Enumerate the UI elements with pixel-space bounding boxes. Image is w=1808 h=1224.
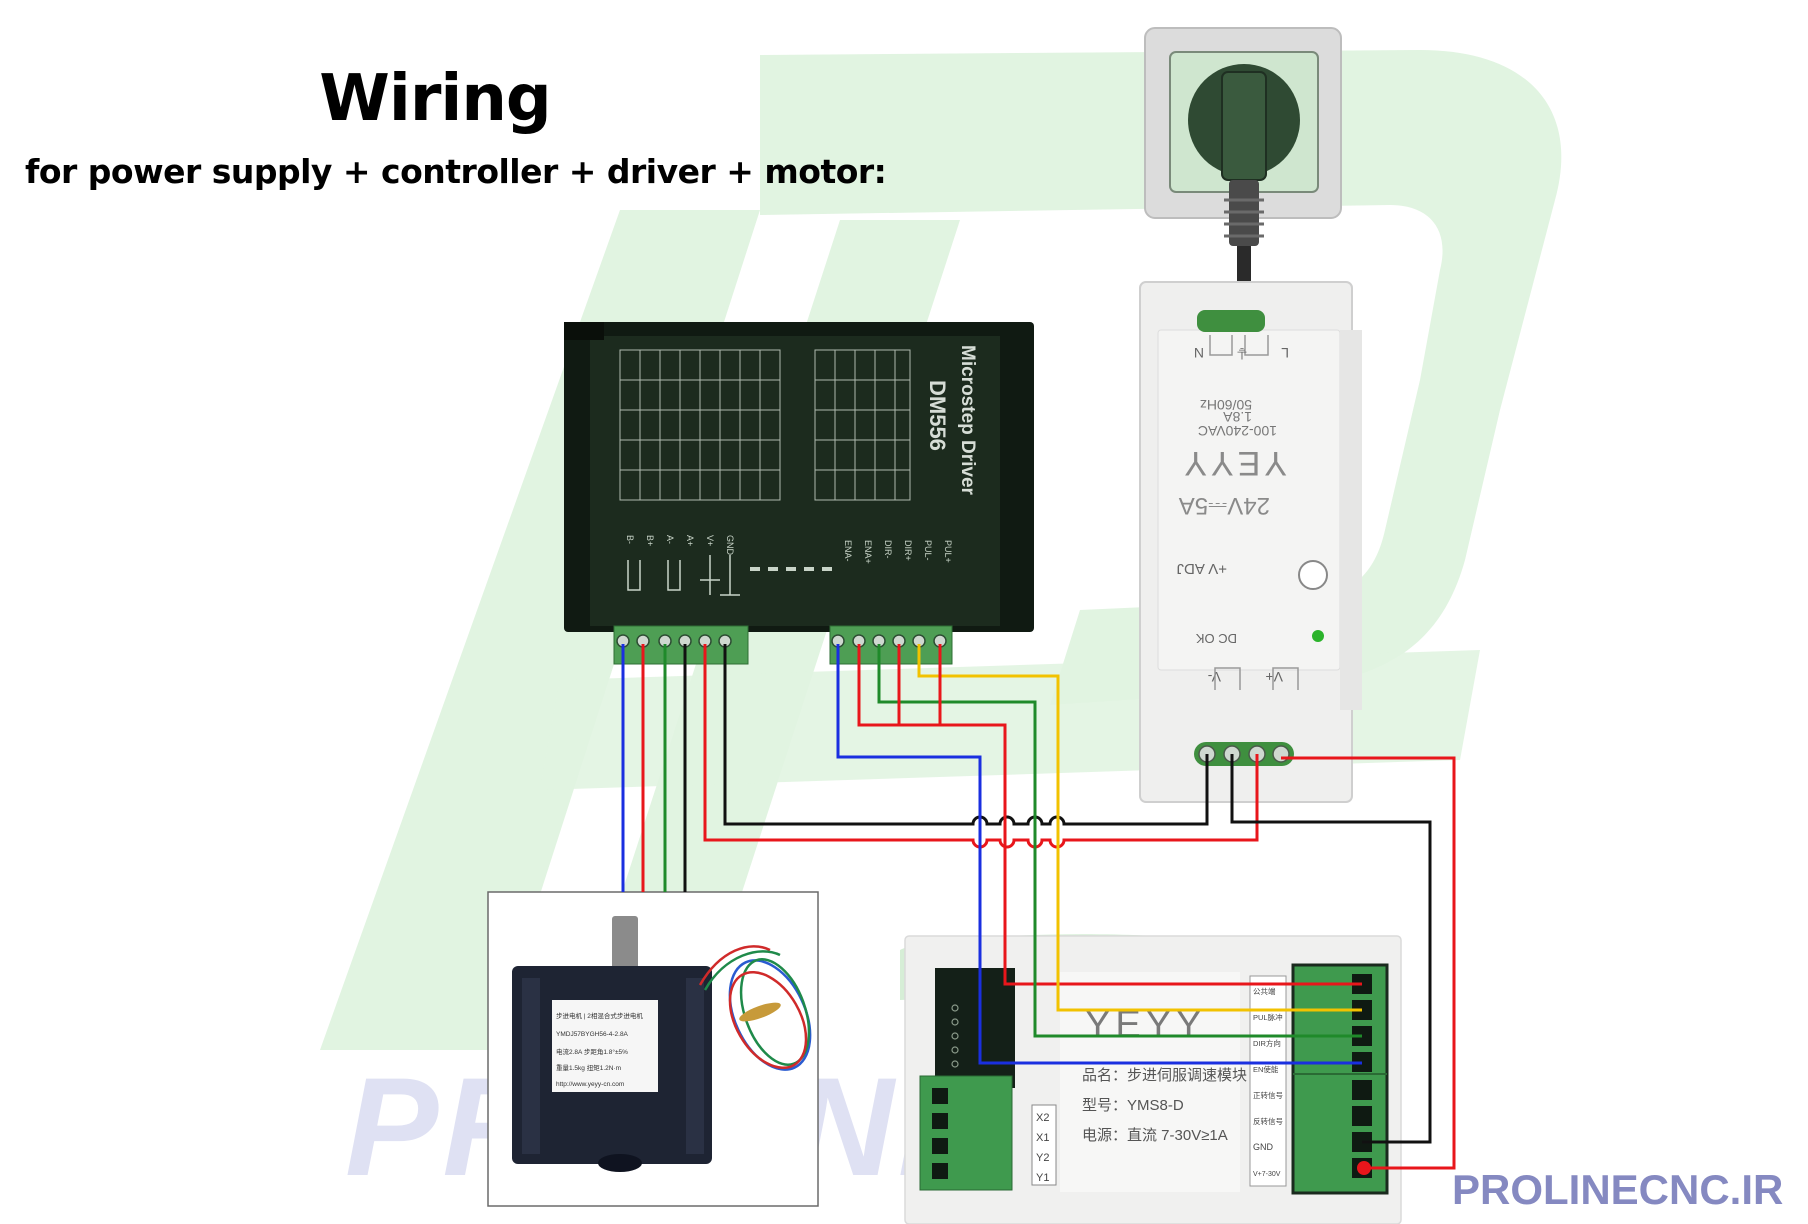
controller-label-strip <box>1249 975 1287 1187</box>
controller-label-gnd: GND <box>1253 1142 1274 1152</box>
driver-label-pul-plus: PUL+ <box>943 540 953 563</box>
psu-brand: YEYY <box>1180 444 1287 482</box>
driver-label-b-minus: B- <box>625 535 635 544</box>
psu-dc-ok-led <box>1312 630 1324 642</box>
wire-psu-vminus-to-controller-gnd <box>1230 754 1432 1144</box>
controller-pcb-pins <box>951 1004 959 1068</box>
wire-driver-gnd-to-psu <box>723 644 1209 826</box>
wire-ena-plus-yellow <box>917 644 1362 1012</box>
controller-vplus-connection-dot <box>1357 1161 1371 1175</box>
driver-dip-switches[interactable] <box>750 567 832 571</box>
power-supply: N ⏚ L 50/60Hz 1.8A 100-240VAC YEYY 24V⎓5… <box>1139 281 1362 803</box>
driver-label-ena-plus: ENA+ <box>863 540 873 564</box>
wire-pul-plus-blue <box>836 644 1362 1065</box>
wire-psu-vplus-to-controller-vplus <box>1281 756 1456 1170</box>
wires <box>621 644 1456 1170</box>
psu-led-label: DC OK <box>1196 631 1238 646</box>
plug-grips <box>1224 198 1264 238</box>
page-subtitle: for power supply + controller + driver +… <box>25 152 887 191</box>
psu-output-terminal-vminus: V- <box>1207 669 1221 685</box>
driver-label-vplus: V+ <box>705 535 715 546</box>
psu-input-current: 1.8A <box>1223 409 1252 425</box>
psu-output-terminal-outlines <box>1214 667 1299 690</box>
driver-label-a-minus: A- <box>665 535 675 544</box>
driver-heatsink-tab <box>564 322 604 340</box>
motor-cable-coil <box>698 945 812 1071</box>
stepper-motor: 步进电机 | 2相混合式步进电机 YMDJ57BYGH56-4-2.8A 电流2… <box>487 891 819 1207</box>
controller-power-rating: 电源：直流 7-30V≥1A <box>1082 1127 1228 1144</box>
controller-label-x1: X1 <box>1036 1132 1049 1144</box>
page-title: Wiring <box>319 62 551 136</box>
controller-input-terminal-slots[interactable] <box>932 1088 948 1179</box>
controller-label-x2: X2 <box>1036 1112 1049 1124</box>
controller-right-labels: 公共端 PUL脉冲 DIR方向 EN使能 正转信号 反转信号 GND V+7-3… <box>1253 986 1283 1178</box>
psu-input-terminal-l: L <box>1281 345 1289 361</box>
controller-label-reverse: 反转信号 <box>1253 1116 1283 1126</box>
motor-bottom-hole <box>598 1154 642 1172</box>
motor-body-shade-left <box>522 978 540 1154</box>
driver-label-pul-minus: PUL- <box>923 540 933 561</box>
driver-model: DM556 <box>925 380 950 451</box>
controller-output-terminal-block <box>1291 963 1389 1195</box>
psu-labels: N ⏚ L 50/60Hz 1.8A 100-240VAC YEYY 24V⎓5… <box>1177 345 1289 685</box>
driver-name: Microstep Driver <box>957 345 978 496</box>
psu-terminal-screw-4[interactable] <box>1272 745 1290 763</box>
controller-left-labels: X2 X1 Y2 Y1 <box>1031 1104 1057 1186</box>
psu-output-terminal-vplus: V+ <box>1265 669 1283 685</box>
driver-label-b-plus: B+ <box>645 535 655 546</box>
wire-driver-vplus-to-psu <box>703 644 1259 849</box>
brand-watermark[interactable]: PROLINECNC.IR <box>1452 1166 1784 1213</box>
plug-body <box>1221 71 1267 181</box>
driver-label-ena-minus: ENA- <box>843 540 853 562</box>
controller-pcb <box>935 968 1015 1088</box>
controller-label-forward: 正转信号 <box>1253 1090 1283 1100</box>
controller-label-dir: DIR方向 <box>1253 1038 1281 1048</box>
driver-label-gnd: GND <box>725 535 735 556</box>
controller-product-name: 品名：步进伺服调速模块 <box>1082 1067 1247 1084</box>
stepper-driver: Microstep Driver DM556 PUL+ PUL- DIR+ DI… <box>564 322 1034 665</box>
motor-label-line-4: 重量1.5kg 扭矩1.2N·m <box>556 1063 621 1072</box>
motor-label-line-3: 电流2.8A 步距角1.8°±5% <box>556 1047 628 1056</box>
wire-dir-plus-green <box>877 644 1362 1038</box>
psu-input-terminal-earth: ⏚ <box>1235 345 1249 361</box>
wall-socket <box>1144 27 1342 286</box>
psu-adjust-potentiometer[interactable] <box>1298 560 1328 590</box>
psu-input-freq: 50/60Hz <box>1200 397 1252 413</box>
driver-label-dir-plus: DIR+ <box>903 540 913 561</box>
psu-output-rating: 24V⎓5A <box>1179 492 1270 519</box>
controller-label-vplus: V+7-30V <box>1253 1171 1281 1178</box>
controller-model: 型号：YMS8-D <box>1082 1097 1184 1114</box>
controller-label-y2: Y2 <box>1036 1152 1049 1164</box>
psu-input-rating: 100-240VAC <box>1198 423 1277 439</box>
driver-face <box>590 336 1000 626</box>
driver-power-labels: B- B+ A- A+ V+ GND <box>625 535 735 556</box>
driver-microstep-table <box>814 349 911 501</box>
motor-body-shade-right <box>686 978 704 1154</box>
controller-label-en: EN使能 <box>1253 1064 1279 1074</box>
driver-control-labels: PUL+ PUL- DIR+ DIR- ENA+ ENA- <box>843 540 953 564</box>
psu-adjust-label: +V ADJ <box>1177 560 1227 577</box>
driver-motor-symbols <box>627 555 740 596</box>
power-cord <box>1237 246 1251 286</box>
driver-label-dir-minus: DIR- <box>883 540 893 559</box>
psu-dc-terminal-block <box>1194 742 1294 766</box>
controller-label-y1: Y1 <box>1036 1172 1049 1184</box>
controller-label-common: 公共端 <box>1253 986 1276 996</box>
driver-label-a-plus: A+ <box>685 535 695 546</box>
driver-control-terminal-block <box>829 625 953 665</box>
motor-label-line-1: 步进电机 | 2相混合式步进电机 <box>556 1011 643 1020</box>
psu-input-terminal-n: N <box>1194 345 1204 361</box>
motor-label-plate <box>552 1000 658 1092</box>
psu-ac-terminal-block <box>1197 310 1265 332</box>
driver-current-table <box>619 349 781 501</box>
motor-label-line-2: YMDJ57BYGH56-4-2.8A <box>556 1031 629 1038</box>
wire-pul-minus-red <box>857 644 1362 986</box>
motor-label-line-5: http://www.yeyy-cn.com <box>556 1081 624 1088</box>
psu-ac-terminal-outlines <box>1209 335 1269 356</box>
motor-shaft <box>612 916 638 976</box>
controller-label-pul: PUL脉冲 <box>1253 1012 1283 1022</box>
psu-side-rail <box>1340 330 1362 710</box>
motor-cable-tie <box>739 1002 781 1022</box>
